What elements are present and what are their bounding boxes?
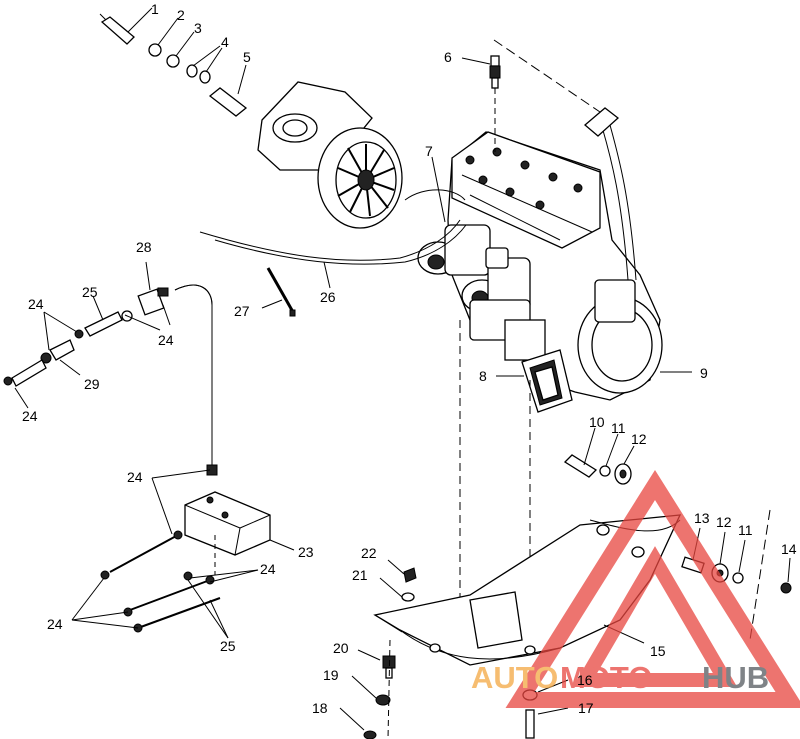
part-21-washer [401,592,415,602]
part-4-ring [186,64,198,78]
part-6-spark-plug [461,39,601,152]
part-11-washer-lower [732,572,744,584]
watermark-logo: AUTO MOTO HUB [471,469,800,708]
callout-23: 23 [298,544,314,560]
engine-assembly [417,107,663,401]
watermark-text-moto: MOTO [560,660,652,695]
callout-18: 18 [312,700,328,716]
callout-13: 13 [694,510,710,526]
watermark-text-auto: AUTO [471,660,558,695]
callout-26: 26 [320,289,336,305]
callout-24-b: 24 [22,408,38,424]
callout-24-a: 24 [28,296,44,312]
drive-clutch [257,81,403,229]
part-1-bolt [100,16,135,45]
callout-12-lower: 12 [716,514,732,530]
callout-3: 3 [194,20,202,36]
callout-22: 22 [361,545,377,561]
part-28-pulse-valve [137,288,165,316]
callout-27: 27 [234,303,250,319]
callout-20: 20 [333,640,349,656]
part-4-ring [199,70,211,84]
part-2-washer [148,43,162,57]
part-19-washer [375,694,391,706]
part-25-hose [84,311,123,337]
part-5-spacer [208,87,248,117]
callout-6: 6 [444,49,452,65]
fuel-line-assembly [3,261,218,476]
bolt-stack-parts [99,7,248,117]
part-20-stud [382,655,396,669]
watermark-text-hub: HUB [702,660,769,695]
callout-14: 14 [781,541,797,557]
callout-16: 16 [577,672,593,688]
callout-labels: 1 2 3 4 5 6 7 8 9 10 11 12 13 12 11 14 1… [22,1,797,716]
callout-24-f: 24 [47,616,63,632]
callout-7: 7 [425,143,433,159]
callout-2: 2 [177,7,185,23]
part-22-nut [403,567,417,583]
part-18-nut [363,730,377,739]
callout-28: 28 [136,239,152,255]
callout-15: 15 [650,643,666,659]
callout-5: 5 [243,49,251,65]
callout-24-d: 24 [127,469,143,485]
callout-9: 9 [700,365,708,381]
callout-12: 12 [631,431,647,447]
callout-21: 21 [352,567,368,583]
part-11-washer [599,465,611,477]
callout-25-b: 25 [220,638,236,654]
callout-11-lower: 11 [738,522,753,538]
part-10-bolt-upper [563,427,635,485]
callout-8: 8 [479,368,487,384]
part-14-nut [780,582,792,594]
part-8-intake-boot [496,349,573,413]
callout-11: 11 [611,420,626,436]
part-29-filter [49,339,75,361]
part-23-oil-pump-box [184,491,295,575]
callout-25-a: 25 [82,284,98,300]
part-3-washer [166,54,180,68]
part-25-lines-lower [100,530,221,633]
callout-29: 29 [84,376,100,392]
callout-10: 10 [589,414,605,430]
callout-4: 4 [221,34,229,50]
callout-24-e: 24 [260,561,276,577]
part-17-bolt [525,709,535,739]
callout-19: 19 [323,667,339,683]
callout-24-c: 24 [158,332,174,348]
part-27-tie-strap [261,267,296,317]
callout-17: 17 [578,700,594,716]
callout-1: 1 [151,1,159,17]
